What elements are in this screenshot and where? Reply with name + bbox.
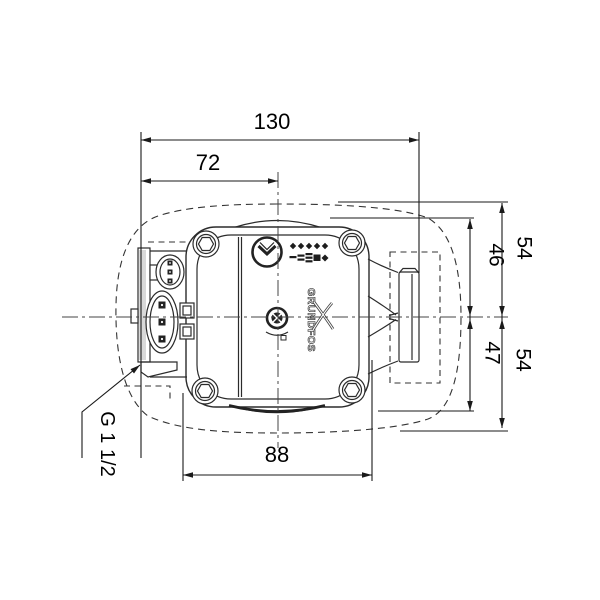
dim-46-label: 46 [485,243,508,266]
grundfos-logo: GRUNDFOS [305,288,335,352]
thread-label: G 1 1/2 [96,411,118,477]
plate-bottom-bracket [140,361,178,378]
chevron-button-icon [257,244,277,257]
extension-lines [140,132,508,481]
mode-icons [289,242,329,263]
plug-pin-icons [158,301,166,343]
thread-callout: G 1 1/2 [81,364,141,477]
corner-screw-top-left [192,230,220,258]
dim-130-label: 130 [254,109,291,134]
dim-88-label: 88 [265,442,289,467]
mode-diamond-icon [289,242,297,250]
plug-connector-large [145,290,195,354]
hex-screw-icon [343,382,361,398]
leader-line [81,364,141,458]
union-neck [367,258,399,375]
mounting-plate [130,247,187,378]
mode-bar-icon [297,258,305,261]
plug-pin-icons [167,260,173,284]
grundfos-logo-text: GRUNDFOS [305,288,317,352]
plate-side-tab [130,308,139,324]
insulation-shell-outline [115,203,462,434]
mode-diamond-icon [321,254,329,262]
dim-47-label: 47 [481,341,504,364]
mode-diamond-icon [305,242,313,250]
dim-54-bottom-label: 54 [512,348,535,372]
volute-bottom-edge-2 [242,408,312,414]
dim-54-top-label: 54 [513,236,536,260]
mode-square-icon [313,254,321,261]
volute-bottom-edge [228,404,326,413]
corner-screw-bottom-left [191,377,219,405]
connector-tab [179,302,195,319]
pipe-union-flange [398,267,420,363]
center-screw [265,306,289,341]
hex-screw-icon [197,236,215,252]
hex-screw-icon [343,235,361,251]
mode-bar-icon [305,256,313,259]
mode-diamond-icon [313,242,321,250]
mode-diamond-icon [321,242,329,250]
dimension-72: 72 [141,150,278,184]
connector-tab [179,323,195,340]
control-button [251,236,283,268]
hex-screw-icon [196,383,214,399]
shell-cutout-step-bottom [124,385,171,399]
mode-diamond-icon [297,242,305,250]
volute-top-edge [233,219,322,229]
corner-screw-top-right [338,229,366,257]
mode-bar-icon [305,260,313,263]
dim-72-label: 72 [196,150,220,175]
plug-connector-small [149,254,185,290]
mode-bar-icon [305,253,313,256]
corner-screw-bottom-right [338,376,366,404]
dimension-130: 130 [141,109,419,143]
mode-bar-icon [289,256,297,259]
dimension-54-54: 54 54 [499,203,536,428]
dimension-88: 88 [183,442,372,478]
mode-bar-icon [297,254,305,257]
